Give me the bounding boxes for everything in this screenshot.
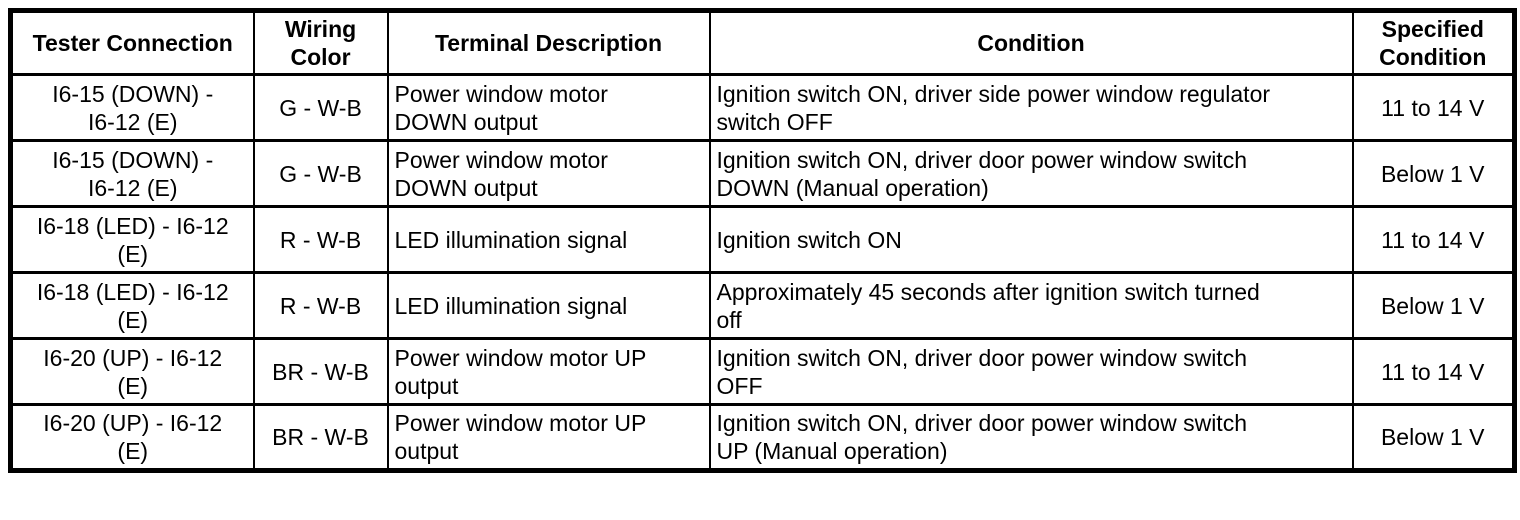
table-row: I6-18 (LED) - I6-12 (E) R - W-B LED illu… [9, 205, 1516, 274]
cell-condition: Ignition switch ON, driver door power wi… [708, 139, 1354, 208]
cell-wiring-color: R - W-B [252, 271, 389, 340]
cell-tester-connection: I6-15 (DOWN) - I6-12 (E) [9, 73, 255, 142]
header-row: Tester Connection Wiring Color Terminal … [9, 9, 1516, 76]
cell-specified-condition: Below 1 V [1351, 271, 1516, 340]
cell-wiring-color: BR - W-B [252, 403, 389, 472]
col-header-tester-connection: Tester Connection [9, 9, 255, 76]
cell-tester-connection: I6-20 (UP) - I6-12 (E) [9, 403, 255, 472]
cell-terminal-description: Power window motor UP output [386, 403, 711, 472]
col-header-terminal-description: Terminal Description [386, 9, 711, 76]
cell-tester-connection: I6-15 (DOWN) - I6-12 (E) [9, 139, 255, 208]
table-row: I6-15 (DOWN) - I6-12 (E) G - W-B Power w… [9, 73, 1516, 142]
cell-specified-condition: Below 1 V [1351, 139, 1516, 208]
table-row: I6-18 (LED) - I6-12 (E) R - W-B LED illu… [9, 271, 1516, 340]
cell-terminal-description: Power window motor UP output [386, 337, 711, 406]
cell-condition: Ignition switch ON, driver door power wi… [708, 403, 1354, 472]
col-header-specified-condition: Specified Condition [1351, 9, 1516, 76]
table-row: I6-20 (UP) - I6-12 (E) BR - W-B Power wi… [9, 337, 1516, 406]
cell-specified-condition: 11 to 14 V [1351, 205, 1516, 274]
cell-wiring-color: G - W-B [252, 73, 389, 142]
cell-terminal-description: LED illumination signal [386, 271, 711, 340]
cell-wiring-color: G - W-B [252, 139, 389, 208]
table-row: I6-15 (DOWN) - I6-12 (E) G - W-B Power w… [9, 139, 1516, 208]
cell-tester-connection: I6-18 (LED) - I6-12 (E) [9, 271, 255, 340]
cell-terminal-description: LED illumination signal [386, 205, 711, 274]
cell-wiring-color: BR - W-B [252, 337, 389, 406]
cell-specified-condition: 11 to 14 V [1351, 337, 1516, 406]
cell-specified-condition: 11 to 14 V [1351, 73, 1516, 142]
cell-wiring-color: R - W-B [252, 205, 389, 274]
cell-specified-condition: Below 1 V [1351, 403, 1516, 472]
col-header-wiring-color: Wiring Color [252, 9, 389, 76]
table-row: I6-20 (UP) - I6-12 (E) BR - W-B Power wi… [9, 403, 1516, 472]
cell-tester-connection: I6-20 (UP) - I6-12 (E) [9, 337, 255, 406]
cell-condition: Approximately 45 seconds after ignition … [708, 271, 1354, 340]
cell-terminal-description: Power window motor DOWN output [386, 139, 711, 208]
cell-condition: Ignition switch ON, driver door power wi… [708, 337, 1354, 406]
cell-condition: Ignition switch ON [708, 205, 1354, 274]
cell-condition: Ignition switch ON, driver side power wi… [708, 73, 1354, 142]
cell-tester-connection: I6-18 (LED) - I6-12 (E) [9, 205, 255, 274]
col-header-condition: Condition [708, 9, 1354, 76]
cell-terminal-description: Power window motor DOWN output [386, 73, 711, 142]
terminal-inspection-table: Tester Connection Wiring Color Terminal … [8, 8, 1517, 473]
